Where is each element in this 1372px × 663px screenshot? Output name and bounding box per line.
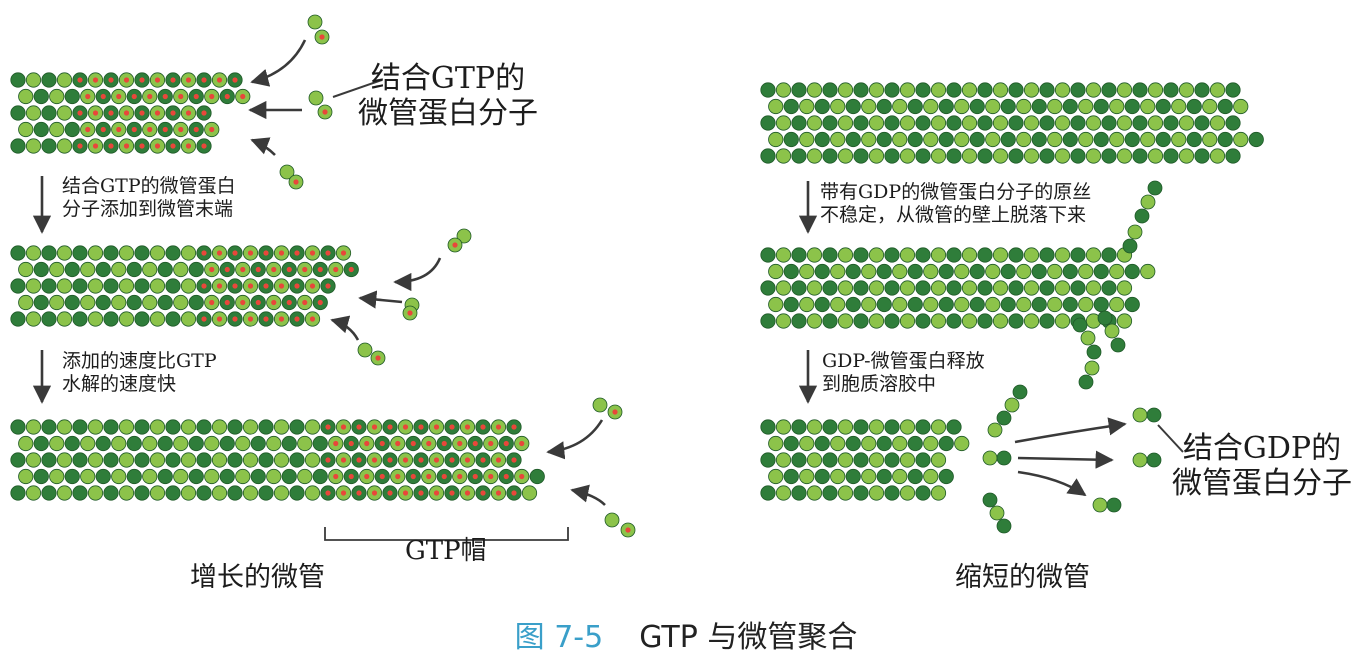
- gdp-tubulin-dimer: [1092, 497, 1122, 513]
- growth-step2-line2: 水解的速度快: [62, 373, 177, 396]
- shrinking-tube-1: [760, 82, 1264, 164]
- arrows-layer: [32, 39, 1184, 541]
- shrink-step2-line1: GDP-微管蛋白释放: [822, 350, 985, 372]
- figure-caption-text: GTP 与微管聚合: [639, 620, 858, 655]
- growing-tube-2: [10, 245, 359, 327]
- gtp-tubulin-dimer: [307, 14, 330, 45]
- gtp-cap-bracket: [324, 527, 569, 541]
- gtp-tubulin-label-line1: 结合GTP的: [370, 61, 526, 96]
- gdp-tubulin-label: 结合GDP的 微管蛋白分子: [1172, 431, 1352, 501]
- gtp-tubulin-dimer: [592, 397, 623, 420]
- gdp-label-leader: [1157, 424, 1184, 453]
- gtp-cap-label: GTP帽: [405, 536, 487, 566]
- gtp-tubulin-dimer: [308, 90, 333, 120]
- shrinking-tube-2: [760, 247, 1156, 329]
- shrink-step1-line1: 带有GDP的微管蛋白分子的原丝: [820, 181, 1092, 203]
- growing-tube-3: [10, 419, 545, 501]
- growing-tube-1: [10, 72, 251, 154]
- release-arrow: [1017, 470, 1087, 497]
- release-arrow: [1017, 450, 1114, 469]
- shrink-step1-text: 带有GDP的微管蛋白分子的原丝 不稳定，从微管的壁上脱落下来: [820, 181, 1091, 227]
- incoming-arrow: [546, 419, 604, 460]
- peeling-protofilament: [987, 384, 1028, 438]
- growth-step1-text: 结合GTP的微管蛋白 分子添加到微管末端: [62, 175, 236, 221]
- incoming-arrow: [358, 290, 403, 309]
- growth-step2-text: 添加的速度比GTP 水解的速度快: [62, 350, 217, 396]
- release-arrow: [1014, 417, 1127, 444]
- gtp-tubulin-dimer: [447, 228, 472, 253]
- growing-microtubule-title: 增长的微管: [190, 562, 325, 593]
- gtp-tubulin-dimer: [279, 164, 304, 190]
- gtp-label-leader: [332, 79, 383, 98]
- shrink-step2-line2: 到胞质溶胶中: [822, 373, 937, 396]
- gdp-tubulin-dimer: [1132, 407, 1162, 423]
- incoming-arrow: [393, 257, 442, 292]
- shrink-step1-line2: 不稳定，从微管的壁上脱落下来: [820, 204, 1087, 227]
- figure-number: 图 7-5: [514, 620, 604, 655]
- gtp-tubulin-label: 结合GTP的 微管蛋白分子: [358, 61, 538, 131]
- gdp-tubulin-label-line1: 结合GDP的: [1182, 431, 1342, 466]
- peeling-protofilament: [1122, 180, 1163, 254]
- gdp-tubulin-dimer: [1132, 452, 1162, 468]
- gtp-tubulin-dimer: [402, 297, 420, 321]
- growth-step2-line1: 添加的速度比GTP: [62, 350, 217, 372]
- figure-caption: 图 7-5 GTP 与微管聚合: [0, 612, 1372, 656]
- peeling-protofilament: [982, 492, 1012, 534]
- gtp-tubulin-label-line2: 微管蛋白分子: [358, 95, 538, 131]
- shrinking-microtubule-title: 缩短的微管: [955, 562, 1090, 593]
- growth-step1-line1: 结合GTP的微管蛋白: [62, 175, 236, 197]
- gdp-tubulin-dimer: [982, 450, 1012, 466]
- shrinking-tube-3: [760, 419, 970, 501]
- incoming-arrow: [570, 484, 606, 506]
- gtp-tubulin-dimer: [357, 342, 386, 366]
- gdp-tubulin-label-line2: 微管蛋白分子: [1172, 465, 1352, 501]
- incoming-arrow: [330, 315, 360, 341]
- peeling-protofilament: [1072, 317, 1102, 390]
- shrink-step2-text: GDP-微管蛋白释放 到胞质溶胶中: [822, 350, 985, 396]
- incoming-arrow: [250, 39, 307, 87]
- incoming-arrow: [250, 137, 276, 156]
- growth-step1-line2: 分子添加到微管末端: [62, 198, 234, 221]
- gtp-tubulin-dimer: [604, 512, 636, 538]
- peeling-protofilament: [1097, 310, 1126, 353]
